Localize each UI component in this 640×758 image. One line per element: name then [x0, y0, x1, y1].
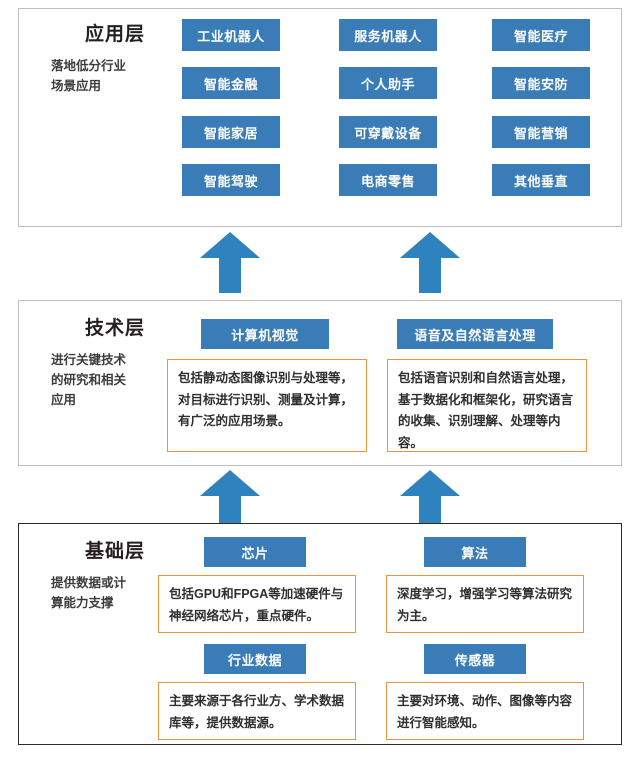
arrow-shaft [419, 495, 441, 523]
application-layer-header: 应用层 落地低分行业 场景应用 [45, 24, 185, 97]
app-chip-industrial-robot[interactable]: 工业机器人 [182, 19, 280, 51]
application-layer-panel: 应用层 落地低分行业 场景应用 工业机器人 智能金融 智能家居 智能驾驶 服务机… [18, 8, 622, 227]
technology-layer-subtitle-line-2: 的研究和相关 [51, 373, 127, 388]
app-chip-other-vertical[interactable]: 其他垂直 [492, 164, 590, 196]
foundation-layer-panel: 基础层 提供数据或计 算能力支撑 芯片 包括GPU和FPGA等加速硬件与神经网络… [18, 523, 622, 745]
app-chip-smart-finance[interactable]: 智能金融 [182, 67, 280, 99]
technology-layer-subtitle-line-3: 应用 [51, 393, 77, 408]
arrow-head-icon [200, 470, 260, 496]
arrow-shaft [219, 495, 241, 523]
app-chip-service-robot[interactable]: 服务机器人 [339, 19, 437, 51]
foundation-layer-subtitle: 提供数据或计 算能力支撑 [45, 573, 185, 614]
technology-layer-subtitle: 进行关键技术 的研究和相关 应用 [45, 350, 185, 411]
application-layer-subtitle-line-1: 落地低分行业 [51, 58, 127, 73]
foundation-description-sensor: 主要对环境、动作、图像等内容进行智能感知。 [386, 682, 584, 740]
arrow-shaft [219, 257, 241, 293]
tech-chip-speech-nlp[interactable]: 语音及自然语言处理 [397, 319, 553, 349]
application-layer-subtitle: 落地低分行业 场景应用 [45, 56, 185, 97]
application-layer-subtitle-line-2: 场景应用 [51, 79, 102, 94]
technology-layer-header: 技术层 进行关键技术 的研究和相关 应用 [45, 318, 185, 411]
arrow-head-icon [400, 470, 460, 496]
app-chip-personal-assistant[interactable]: 个人助手 [339, 67, 437, 99]
app-chip-smart-home[interactable]: 智能家居 [182, 116, 280, 148]
technology-layer-panel: 技术层 进行关键技术 的研究和相关 应用 计算机视觉 包括静动态图像识别与处理等… [18, 300, 622, 466]
foundation-layer-title: 基础层 [84, 541, 145, 562]
app-chip-ecommerce-retail[interactable]: 电商零售 [339, 164, 437, 196]
arrow-head-icon [400, 232, 460, 258]
arrow-head-icon [200, 232, 260, 258]
foundation-chip-industry-data[interactable]: 行业数据 [204, 644, 306, 674]
foundation-chip-algorithm[interactable]: 算法 [424, 537, 526, 567]
foundation-layer-header: 基础层 提供数据或计 算能力支撑 [45, 541, 185, 614]
technology-layer-title: 技术层 [84, 318, 145, 339]
foundation-layer-subtitle-line-1: 提供数据或计 [51, 575, 127, 590]
app-chip-wearable-device[interactable]: 可穿戴设备 [339, 116, 437, 148]
foundation-chip-sensor[interactable]: 传感器 [424, 644, 526, 674]
app-chip-smart-driving[interactable]: 智能驾驶 [182, 164, 280, 196]
technology-layer-subtitle-line-1: 进行关键技术 [51, 352, 127, 367]
app-chip-smart-security[interactable]: 智能安防 [492, 67, 590, 99]
foundation-layer-subtitle-line-2: 算能力支撑 [51, 596, 114, 611]
foundation-chip-chips[interactable]: 芯片 [204, 537, 306, 567]
app-chip-smart-marketing[interactable]: 智能营销 [492, 116, 590, 148]
tech-chip-computer-vision[interactable]: 计算机视觉 [201, 319, 329, 349]
tech-description-speech-nlp: 包括语音识别和自然语言处理，基于数据化和框架化，研究语言的收集、识别理解、处理等… [387, 359, 587, 452]
app-chip-smart-healthcare[interactable]: 智能医疗 [492, 19, 590, 51]
foundation-description-algorithm: 深度学习，增强学习等算法研究为主。 [386, 575, 584, 633]
foundation-description-industry-data: 主要来源于各行业方、学术数据库等，提供数据源。 [158, 682, 356, 740]
application-layer-title: 应用层 [84, 24, 145, 45]
arrow-shaft [419, 257, 441, 293]
tech-description-computer-vision: 包括静动态图像识别与处理等，对目标进行识别、测量及计算，有广泛的应用场景。 [167, 359, 367, 452]
foundation-description-chips: 包括GPU和FPGA等加速硬件与神经网络芯片，重点硬件。 [158, 575, 356, 633]
